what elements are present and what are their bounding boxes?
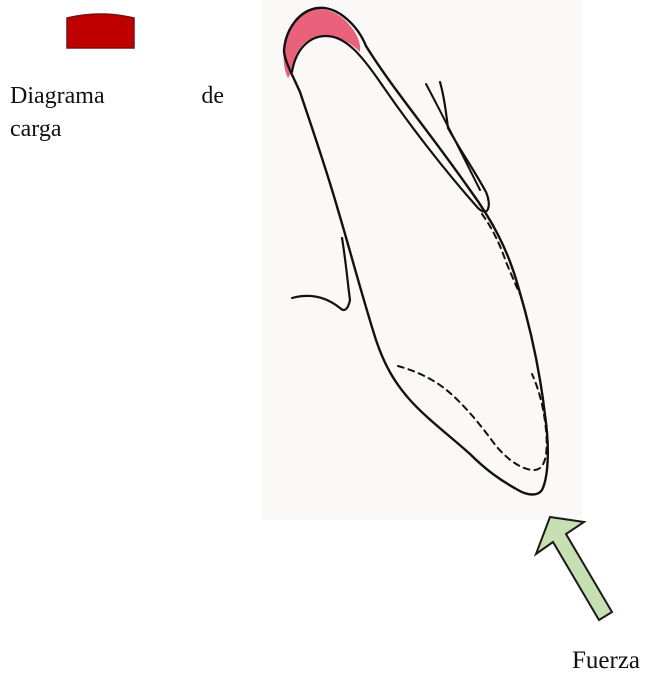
sketch-background: [262, 0, 582, 520]
force-arrow: [536, 517, 612, 620]
force-label: Fuerza: [572, 646, 640, 676]
